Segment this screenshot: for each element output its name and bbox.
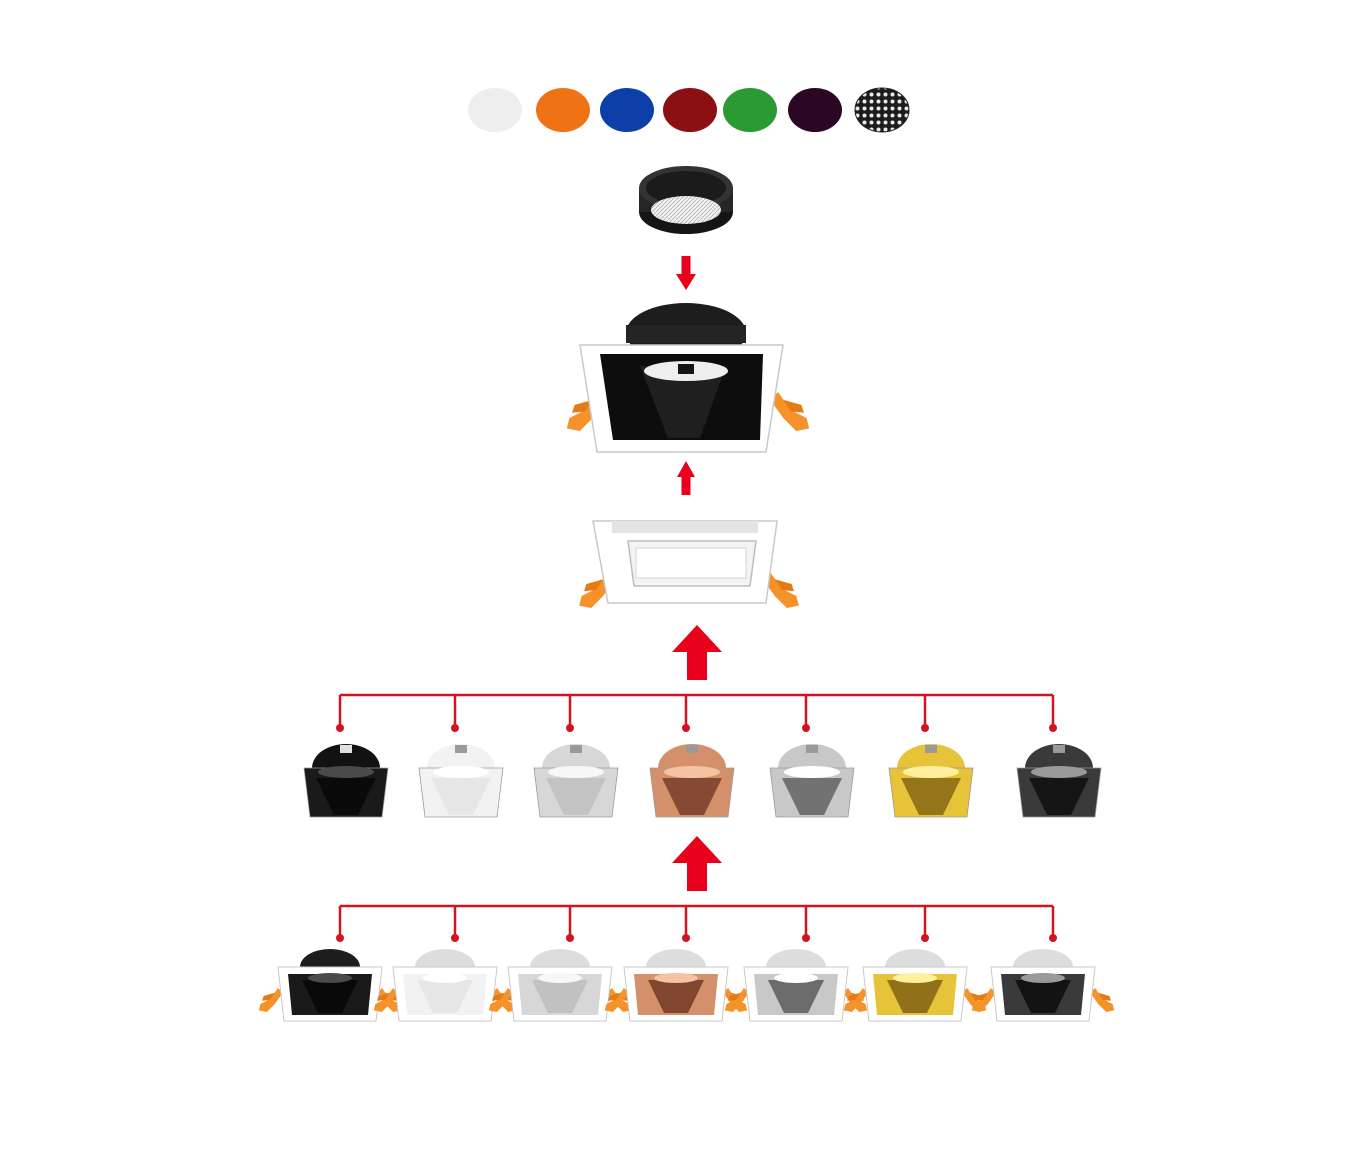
spring-clip <box>770 392 810 431</box>
fixture-white <box>373 949 517 1022</box>
up-arrow-icon <box>672 836 722 891</box>
assembled-downlight <box>566 303 810 453</box>
spring-clip <box>843 988 868 1012</box>
light-module-group <box>639 166 733 234</box>
square-bezel-frame <box>579 520 799 608</box>
spring-clip <box>762 572 799 608</box>
reflector-white <box>418 744 504 818</box>
fixture-black <box>258 949 402 1022</box>
spring-clip <box>373 988 398 1012</box>
reflector-chrome <box>769 744 855 818</box>
spring-clip <box>1090 988 1115 1012</box>
spring-clip <box>724 988 749 1012</box>
reflector-black <box>303 744 389 818</box>
up-arrow-icon <box>677 461 695 495</box>
filter-options-row <box>468 87 910 133</box>
fixture-silver <box>488 949 632 1022</box>
reflector-gold <box>888 744 974 818</box>
complete-fixture-options-row <box>258 949 1115 1022</box>
purple-filter <box>788 88 842 132</box>
frosted-white-filter <box>468 88 522 132</box>
blue-filter <box>600 88 654 132</box>
red-filter <box>663 88 717 132</box>
fixture-black-chrome <box>971 949 1115 1022</box>
down-arrow-icon <box>676 256 696 290</box>
green-filter <box>723 88 777 132</box>
complete-fixture-options-connector <box>336 904 1057 942</box>
orange-filter <box>536 88 590 132</box>
spring-clip <box>258 988 283 1012</box>
up-arrow-icon <box>672 625 722 680</box>
spring-clip <box>604 988 629 1012</box>
reflector-rose-gold <box>649 744 735 818</box>
spring-clip <box>488 988 513 1012</box>
reflector-options-connector <box>336 693 1057 732</box>
reflector-silver <box>533 744 619 818</box>
spring-clip <box>971 988 996 1012</box>
honeycomb-filter <box>854 87 910 133</box>
reflector-options-row <box>303 744 1102 818</box>
fixture-rose-gold <box>604 949 748 1022</box>
reflector-black-chrome <box>1016 744 1102 818</box>
fixture-gold <box>843 949 987 1022</box>
lens-mesh <box>651 196 721 224</box>
